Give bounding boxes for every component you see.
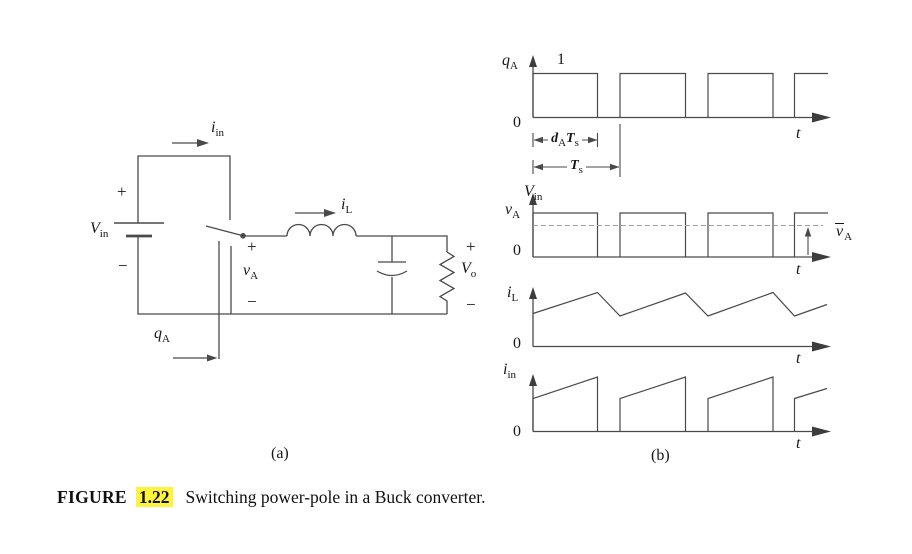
qa-control-label: qA <box>154 325 170 346</box>
caption-figure-word: FIGURE <box>57 487 127 507</box>
wire-inductor-to-load <box>356 235 448 252</box>
waveform-qa-plot <box>529 55 831 177</box>
inductor-coil <box>286 223 357 237</box>
iin-chopped-wave <box>532 376 828 432</box>
iin-y-arrowhead <box>529 374 537 386</box>
figure-caption: FIGURE 1.22 Switching power-pole in a Buck… <box>57 487 486 508</box>
caption-figure-number: 1.22 <box>135 487 173 507</box>
qa-zero-label: 0 <box>513 114 521 131</box>
qa-control-arrowhead <box>207 354 218 362</box>
waveform-va-plot <box>529 193 831 262</box>
waveform-il-plot <box>529 287 831 352</box>
period-interval-label: Ts <box>533 158 620 176</box>
iin-x-arrowhead <box>812 426 831 437</box>
waveform-iin-plot <box>529 374 831 437</box>
va-plus-sign: + <box>247 237 257 256</box>
vo-minus-sign: − <box>466 295 476 314</box>
iin-time-label: t <box>796 435 801 452</box>
iin-zero-label: 0 <box>513 423 521 440</box>
iin-axis-label: iin <box>503 361 517 382</box>
il-current-label: iL <box>341 196 353 217</box>
il-arrowhead <box>324 209 336 217</box>
vin-label: Vin <box>90 220 109 241</box>
qa-time-label: t <box>796 125 801 142</box>
vo-voltage-label: Vo <box>461 260 477 281</box>
dats-arrow-right <box>588 136 598 144</box>
il-x-arrowhead <box>812 341 831 352</box>
il-time-label: t <box>796 350 801 367</box>
va-top-value-label: Vin <box>524 183 543 204</box>
switch-blade <box>205 225 243 237</box>
va-pulse-train <box>532 212 828 257</box>
vo-plus-sign: + <box>466 237 476 256</box>
battery-plus-sign: + <box>117 182 127 201</box>
capacitor-plate-curved <box>376 270 408 277</box>
il-ripple-wave <box>532 291 828 317</box>
panel-b-label: (b) <box>651 447 670 464</box>
va-minus-sign: − <box>247 292 257 311</box>
resistor-zigzag <box>438 251 456 314</box>
iin-current-label: iin <box>211 119 225 140</box>
battery-minus-sign: − <box>118 256 128 275</box>
caption-text: Switching power-pole in a Buck converter… <box>185 487 486 507</box>
il-axis-label: iL <box>507 284 519 305</box>
va-time-label: t <box>796 261 801 278</box>
wire-top <box>137 155 231 223</box>
wire-bottom-rail <box>137 236 447 315</box>
ts-arrow-left <box>533 163 543 171</box>
il-y-arrowhead <box>529 287 537 299</box>
qa-pulse-train <box>532 72 828 118</box>
va-y-arrowhead <box>529 193 537 205</box>
circuit-diagram <box>114 139 456 362</box>
qa-high-value-label: 1 <box>557 51 565 68</box>
qa-axis-label: qA <box>502 52 518 73</box>
va-average-arrowhead <box>804 227 812 237</box>
switch-pole-dot <box>240 233 246 239</box>
dats-arrow-left <box>533 136 543 144</box>
iin-arrowhead <box>197 139 209 147</box>
il-zero-label: 0 <box>513 335 521 352</box>
va-axis-label: vA <box>505 201 521 222</box>
duty-interval-label: dATs <box>533 131 597 149</box>
va-voltage-label: vA <box>243 262 259 283</box>
qa-y-arrowhead <box>529 55 537 67</box>
qa-x-arrowhead <box>812 112 831 123</box>
va-average-label: vA <box>835 223 853 244</box>
va-zero-label: 0 <box>513 242 521 259</box>
ts-arrow-right <box>610 163 620 171</box>
va-x-arrowhead <box>812 252 831 262</box>
panel-a-label: (a) <box>271 445 289 462</box>
